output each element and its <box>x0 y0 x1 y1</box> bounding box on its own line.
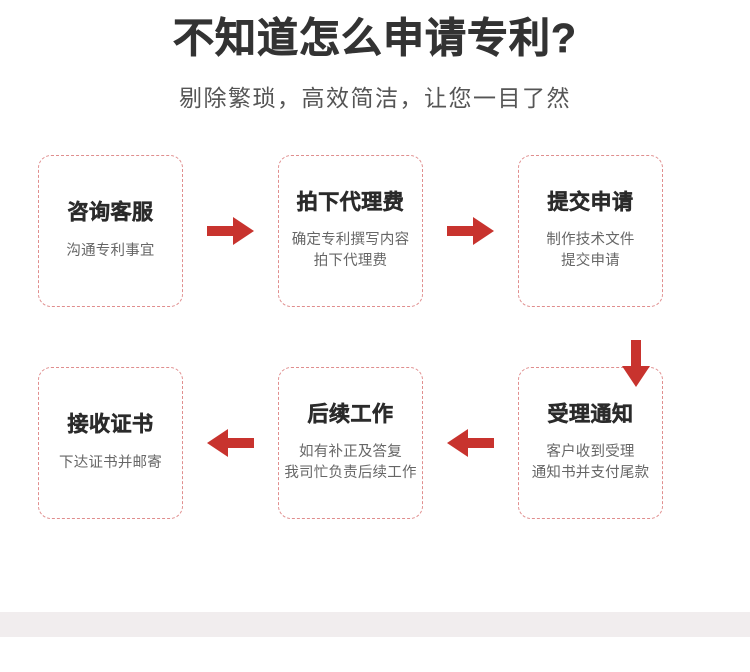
step-description: 客户收到受理 通知书并支付尾款 <box>532 442 650 483</box>
step-description-line: 拍下代理费 <box>313 252 388 269</box>
step-title: 咨询客服 <box>67 201 154 225</box>
step-title: 提交申请 <box>547 191 634 215</box>
page-subtitle: 剔除繁琐，高效简洁，让您一目了然 <box>179 85 571 112</box>
arrow-right-icon-2 <box>423 214 518 248</box>
arrow-right-icon-1 <box>183 214 278 248</box>
step-title: 受理通知 <box>547 403 634 427</box>
step-description: 下达证书并邮寄 <box>59 453 162 474</box>
step-description-line: 如有补正及答复 <box>299 444 402 461</box>
step-box-followup-work[interactable]: 后续工作 如有补正及答复 我司忙负责后续工作 <box>278 366 423 519</box>
step-box-submit-application[interactable]: 提交申请 制作技术文件 提交申请 <box>518 154 663 307</box>
arrow-left-icon-2 <box>423 426 518 460</box>
page-title: 不知道怎么申请专利? <box>172 15 578 62</box>
step-description: 沟通专利事宜 <box>66 241 154 262</box>
step-description-line: 制作技术文件 <box>546 232 635 249</box>
step-box-acceptance-notice[interactable]: 受理通知 客户收到受理 通知书并支付尾款 <box>518 366 663 519</box>
arrow-down-icon <box>612 336 660 392</box>
page-header: 不知道怎么申请专利? 剔除繁琐，高效简洁，让您一目了然 <box>0 0 750 113</box>
bottom-divider-band <box>0 612 750 637</box>
step-box-pay-agency-fee[interactable]: 拍下代理费 确定专利撰写内容 拍下代理费 <box>278 154 423 307</box>
step-title: 接收证书 <box>67 413 154 437</box>
step-title: 后续工作 <box>307 403 394 427</box>
step-description: 确定专利撰写内容 拍下代理费 <box>292 230 410 271</box>
step-box-receive-certificate[interactable]: 接收证书 下达证书并邮寄 <box>38 366 183 519</box>
step-box-consult-service[interactable]: 咨询客服 沟通专利事宜 <box>38 154 183 307</box>
step-title: 拍下代理费 <box>296 191 405 215</box>
step-description-line: 沟通专利事宜 <box>66 242 155 259</box>
flow-row-2: 接收证书 下达证书并邮寄 后续工作 如有补正及答复 我司忙负责后续工作 受理通知 <box>0 366 750 519</box>
step-description-line: 客户收到受理 <box>546 444 635 461</box>
process-flow-diagram: 咨询客服 沟通专利事宜 拍下代理费 确定专利撰写内容 拍下代理费 提交申请 <box>0 154 750 519</box>
step-description-line: 确定专利撰写内容 <box>291 232 410 249</box>
step-description: 如有补正及答复 我司忙负责后续工作 <box>284 442 416 483</box>
flow-row-1: 咨询客服 沟通专利事宜 拍下代理费 确定专利撰写内容 拍下代理费 提交申请 <box>0 154 750 307</box>
step-description: 制作技术文件 提交申请 <box>546 230 634 271</box>
step-description-line: 我司忙负责后续工作 <box>284 464 417 481</box>
step-description-line: 提交申请 <box>561 252 620 269</box>
step-description-line: 通知书并支付尾款 <box>531 464 650 481</box>
step-description-line: 下达证书并邮寄 <box>59 454 162 471</box>
arrow-left-icon-1 <box>183 426 278 460</box>
